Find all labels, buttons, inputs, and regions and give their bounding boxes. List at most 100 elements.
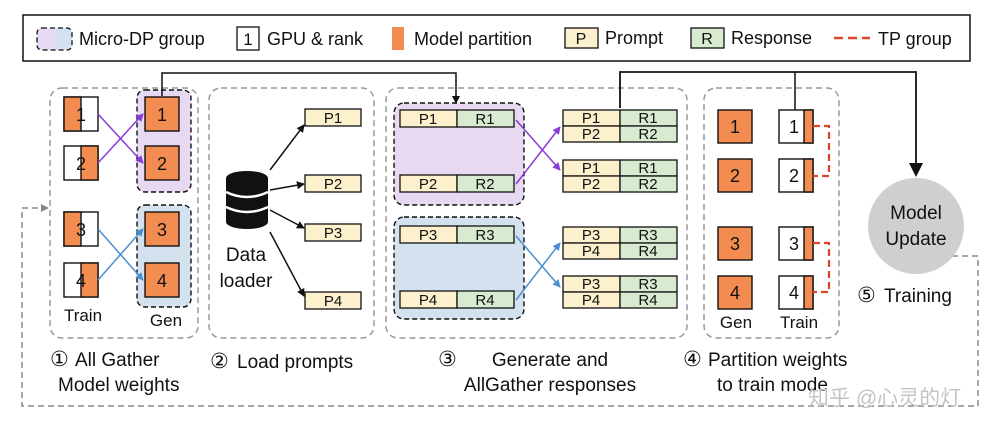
model-update-circle	[868, 178, 964, 274]
legend: Micro-DP group 1 GPU & rank Model partit…	[22, 14, 971, 62]
database-icon	[225, 171, 269, 229]
g2r1-prompt: P3	[419, 227, 437, 244]
stage1-caption-line2: Model weights	[58, 375, 179, 396]
legend-partition: Model partition	[392, 27, 532, 50]
s3-r-b: R4	[638, 243, 657, 260]
prompt-box-p4: P4	[304, 291, 362, 310]
stage2-caption: Load prompts	[237, 352, 353, 373]
s4-train-gpu-4: 4	[778, 275, 814, 310]
stage1-caption-line1: All Gather	[75, 350, 160, 371]
stage3-caption-line2: AllGather responses	[464, 375, 636, 396]
stage5-caption-num: ⑤	[857, 284, 876, 307]
legend-response: R Response	[690, 27, 812, 49]
gathered-stack-4: P3 R3 P4 R4	[562, 275, 678, 309]
s4-train-gpu-2: 2	[778, 158, 814, 193]
stage4-train-label: Train	[780, 313, 818, 332]
gen-gpu-1-rank: 1	[157, 105, 167, 125]
legend-tp: TP group	[834, 29, 952, 49]
gen-gpu-4-rank: 4	[157, 271, 167, 291]
model-update-line1: Model	[890, 203, 942, 224]
legend-response-label: Response	[731, 28, 812, 48]
legend-gpu: 1 GPU & rank	[236, 26, 364, 51]
s4-gen-gpu-1: 1	[717, 109, 753, 144]
s2-p-b: P2	[582, 176, 600, 193]
s4-train-gpu-3: 3	[778, 226, 814, 261]
data-loader-label-line1: Data	[226, 245, 267, 266]
s4-train-gpu-3-rank: 3	[789, 234, 799, 254]
gen-gpu-2: 2	[144, 145, 180, 181]
prompt-box-p1-label: P1	[324, 110, 342, 127]
g2r1-response: R3	[475, 227, 494, 244]
stage5-caption: Training	[884, 286, 952, 307]
s3-r-a: R3	[638, 227, 657, 244]
s4-gen-gpu-3: 3	[717, 226, 753, 261]
gathered-stack-1: P1 R1 P2 R2	[562, 109, 678, 143]
s4-r-b: R4	[638, 292, 657, 309]
stage4-caption-line2: to train mode	[717, 375, 828, 396]
g1r2-prompt: P2	[419, 176, 437, 193]
responses-to-update-arrow	[619, 71, 923, 177]
stage3-caption-line1: Generate and	[492, 350, 608, 371]
gen-gpu-3: 3	[144, 211, 180, 247]
legend-prompt-label: Prompt	[605, 28, 663, 48]
s4-train-gpu-1-rank: 1	[789, 117, 799, 137]
gen-gpu-2-rank: 2	[157, 154, 167, 174]
stage3: P1 R1 P2 R2 P3 R3 P4 R4	[393, 102, 678, 396]
legend-prompt-box-label: P	[576, 31, 587, 48]
gen-group-1-row-1: P1 R1	[399, 109, 515, 128]
stage3-caption-num: ③	[438, 348, 457, 371]
prompt-box-p2: P2	[304, 174, 362, 193]
train-gpu-3-rank: 3	[76, 220, 86, 240]
s4-train-gpu-2-rank: 2	[789, 166, 799, 186]
loader-arrows	[269, 124, 305, 297]
gen-to-generate-arrow	[161, 72, 460, 104]
s1-r-b: R2	[638, 126, 657, 143]
train-gpu-1: 1	[63, 96, 99, 132]
watermark: 知乎 @心灵的灯	[808, 387, 961, 410]
s4-train-gpu-1: 1	[778, 109, 814, 144]
stage2-panel	[208, 87, 375, 339]
gen-group-1-row-2: P2 R2	[399, 174, 515, 193]
s1-p-b: P2	[582, 126, 600, 143]
s4-gen-gpu-4-rank: 4	[730, 283, 740, 303]
s2-r-a: R1	[638, 160, 657, 177]
tp-group-1	[813, 124, 831, 178]
stage2: Data loader P1 P2 P3 P4 ② Load prompts	[210, 108, 362, 373]
s3-p-a: P3	[582, 227, 600, 244]
g1r1-prompt: P1	[419, 111, 437, 128]
gen-group-2-row-1: P3 R3	[399, 225, 515, 244]
legend-micro-dp: Micro-DP group	[36, 27, 205, 51]
train-gpu-4: 4	[63, 262, 99, 298]
feedback-loop-arrow	[21, 204, 979, 407]
gen-group-2-row-2: P4 R4	[399, 290, 515, 309]
s4-r-a: R3	[638, 276, 657, 293]
stage4: 1 2 3 4 1 2 3	[683, 109, 847, 396]
prompt-box-p3-label: P3	[324, 225, 342, 242]
gen-gpu-4: 4	[144, 262, 180, 298]
stage2-caption-num: ②	[210, 350, 229, 373]
s4-gen-gpu-4: 4	[717, 275, 753, 310]
g1r1-response: R1	[475, 111, 494, 128]
g2r2-response: R4	[475, 292, 494, 309]
stage4-caption-line1: Partition weights	[708, 350, 847, 371]
train-gpu-3: 3	[63, 211, 99, 247]
g2r2-prompt: P4	[419, 292, 437, 309]
s2-p-a: P1	[582, 160, 600, 177]
s4-train-gpu-4-rank: 4	[789, 283, 799, 303]
s3-p-b: P4	[582, 243, 600, 260]
stage1-gen-label: Gen	[150, 311, 182, 330]
prompt-box-p4-label: P4	[324, 293, 342, 310]
legend-gpu-box-label: 1	[243, 30, 252, 49]
data-loader-label-line2: loader	[220, 271, 273, 292]
s4-gen-gpu-2: 2	[717, 158, 753, 193]
gen-gpu-1: 1	[144, 96, 180, 132]
s2-r-b: R2	[638, 176, 657, 193]
g1r2-response: R2	[475, 176, 494, 193]
gen-gpu-3-rank: 3	[157, 220, 167, 240]
legend-micro-dp-label: Micro-DP group	[79, 29, 205, 49]
legend-tp-label: TP group	[878, 29, 952, 49]
stage1-caption-num: ①	[50, 348, 69, 371]
s1-r-a: R1	[638, 110, 657, 127]
stage4-panel	[703, 87, 840, 339]
